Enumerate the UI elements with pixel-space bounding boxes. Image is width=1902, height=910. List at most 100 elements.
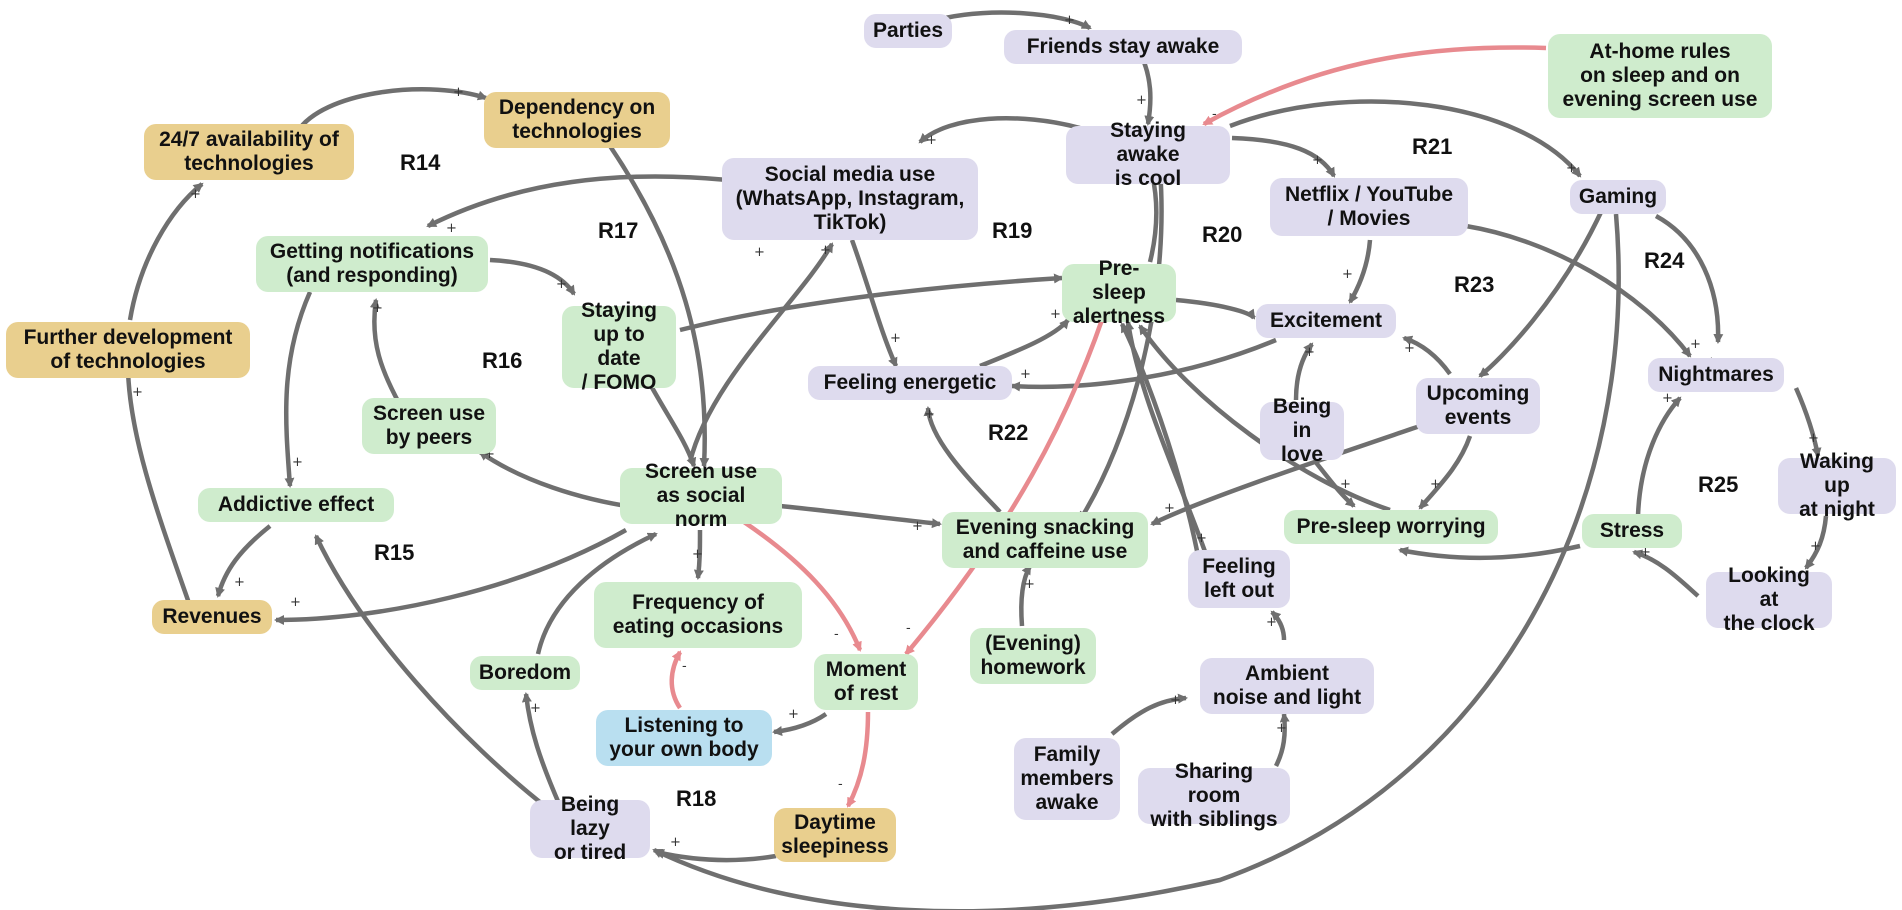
svg-text:+: + (912, 519, 923, 534)
link-homework-snacking (1019, 564, 1032, 627)
loop-label-r22: R22 (988, 420, 1029, 445)
svg-text:-: - (682, 659, 687, 674)
node-ambient-noise-and-light[interactable]: Ambient noise and light (1200, 658, 1374, 714)
loop-label-r25: R25 (1698, 472, 1739, 497)
svg-text:+: + (788, 707, 799, 722)
svg-text:+: + (890, 331, 901, 346)
link-screenpeers-notifications (369, 298, 406, 414)
node-staying-up-to-date-fomo[interactable]: Staying up to date / FOMO (562, 299, 676, 394)
svg-text:+: + (484, 447, 495, 462)
node-gaming[interactable]: Gaming (1570, 180, 1666, 214)
link-gaming-excitement (1478, 209, 1605, 378)
node-at-home-rules[interactable]: At-home rules on sleep and on evening sc… (1548, 34, 1772, 118)
svg-text:+: + (292, 455, 303, 470)
link-socialnorm-restmoment (742, 520, 863, 652)
svg-text:+: + (1662, 391, 1673, 406)
svg-text:+: + (1164, 501, 1175, 516)
node-pre-sleep-worrying[interactable]: Pre-sleep worrying (1284, 510, 1498, 544)
svg-text:-: - (1212, 107, 1217, 122)
svg-text:+: + (692, 547, 703, 562)
node-getting-notifications[interactable]: Getting notifications (and responding) (256, 236, 488, 292)
node-being-lazy-or-tired[interactable]: Being lazy or tired (530, 793, 650, 864)
link-lovebeing-excitement (1293, 342, 1314, 401)
node-being-in-love[interactable]: Being in love (1260, 395, 1344, 466)
link-upcoming-snacking (1150, 423, 1421, 527)
node-screen-use-by-peers[interactable]: Screen use by peers (362, 398, 496, 454)
link-notifications-stayingup (489, 257, 576, 296)
node-boredom[interactable]: Boredom (470, 656, 580, 690)
node-parties[interactable]: Parties (864, 14, 952, 48)
link-alertness-excitement (1175, 297, 1256, 320)
node-further-development[interactable]: Further development of technologies (6, 322, 250, 378)
node-sharing-room-with-siblings[interactable]: Sharing room with siblings (1138, 760, 1290, 831)
svg-text:+: + (556, 277, 567, 292)
node-daytime-sleepiness[interactable]: Daytime sleepiness (774, 808, 896, 862)
node-looking-at-the-clock[interactable]: Looking at the clock (1706, 564, 1832, 635)
node-dependency-on-technologies[interactable]: Dependency on technologies (484, 92, 670, 148)
link-listening-frequency (669, 650, 682, 710)
svg-text:+: + (1050, 307, 1061, 322)
svg-text:+: + (1404, 341, 1415, 356)
negative-links (669, 45, 1547, 808)
svg-text:+: + (1024, 577, 1035, 592)
node-excitement[interactable]: Excitement (1256, 304, 1396, 338)
svg-text:+: + (1342, 267, 1353, 282)
node-listening-to-your-own-body[interactable]: Listening to your own body (596, 710, 772, 766)
svg-text:+: + (754, 245, 765, 260)
svg-text:+: + (924, 407, 935, 422)
node-moment-of-rest[interactable]: Moment of rest (814, 654, 918, 710)
node-social-media-use[interactable]: Social media use (WhatsApp, Instagram, T… (722, 158, 978, 240)
link-stress-worry (1398, 543, 1581, 561)
node-feeling-left-out[interactable]: Feeling left out (1188, 550, 1290, 608)
link-daytime-beinglazy (654, 848, 777, 863)
link-restmoment-listening (772, 712, 828, 736)
node-waking-up-at-night[interactable]: Waking up at night (1778, 450, 1896, 521)
svg-text:+: + (530, 701, 541, 716)
node-pre-sleep-alertness[interactable]: Pre-sleep alertness (1062, 257, 1176, 328)
link-family-ambient (1110, 693, 1188, 736)
link-socialnorm-screenpeers (478, 450, 641, 511)
link-stress-nightmares (1635, 396, 1682, 517)
node-stress[interactable]: Stress (1582, 514, 1682, 548)
link-socialmedia-notifications (426, 174, 729, 229)
node-feeling-energetic[interactable]: Feeling energetic (808, 366, 1012, 400)
node-availability-of-technologies[interactable]: 24/7 availability of technologies (144, 124, 354, 180)
svg-text:+: + (1808, 431, 1819, 446)
svg-text:+: + (1020, 367, 1031, 382)
node-family-members-awake[interactable]: Family members awake (1014, 738, 1120, 820)
svg-text:+: + (1304, 345, 1315, 360)
svg-text:+: + (1312, 153, 1323, 168)
node-friends-stay-awake[interactable]: Friends stay awake (1004, 30, 1242, 64)
node-evening-snacking-and-caffeine[interactable]: Evening snacking and caffeine use (942, 512, 1148, 568)
link-excitement-energetic (1010, 337, 1277, 392)
node-revenues[interactable]: Revenues (152, 600, 272, 634)
node-netflix-youtube-movies[interactable]: Netflix / YouTube / Movies (1270, 178, 1468, 236)
svg-text:+: + (132, 385, 143, 400)
link-revenues-furtherdev (123, 368, 193, 607)
loop-label-r24: R24 (1644, 248, 1685, 273)
svg-text:+: + (1276, 721, 1287, 736)
link-beinglazy-addictive (313, 534, 552, 812)
link-energetic-alertness (979, 318, 1070, 369)
link-furtherdev-availability (127, 182, 204, 321)
node-nightmares[interactable]: Nightmares (1648, 358, 1784, 392)
node-evening-homework[interactable]: (Evening) homework (970, 628, 1096, 684)
svg-text:+: + (1266, 615, 1277, 630)
link-socialmedia-energetic (849, 239, 899, 368)
positive-links (123, 10, 1829, 910)
node-upcoming-events[interactable]: Upcoming events (1416, 378, 1540, 434)
node-addictive-effect[interactable]: Addictive effect (198, 488, 394, 522)
svg-text:+: + (234, 575, 245, 590)
link-gaming-nightmares (1654, 214, 1724, 344)
link-boredom-socialnorm (535, 531, 658, 655)
svg-text:+: + (1340, 477, 1351, 492)
loop-label-r18: R18 (676, 786, 717, 811)
loop-label-r21: R21 (1412, 134, 1453, 159)
node-frequency-of-eating-occasions[interactable]: Frequency of eating occasions (594, 582, 802, 648)
node-staying-awake-is-cool[interactable]: Staying awake is cool (1066, 119, 1230, 190)
link-notifications-addictive (283, 291, 313, 488)
node-screen-use-as-social-norm[interactable]: Screen use as social norm (620, 460, 782, 531)
svg-text:+: + (453, 85, 464, 100)
svg-text:+: + (1196, 531, 1207, 546)
svg-text:+: + (1170, 693, 1181, 708)
